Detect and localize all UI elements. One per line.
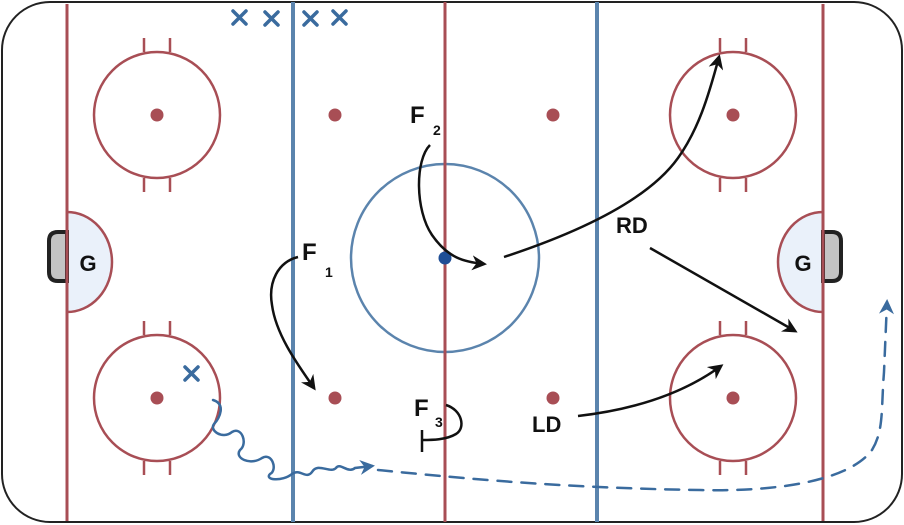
faceoff-circle-bottom-right [668, 321, 798, 475]
ld-arrow [577, 364, 724, 418]
right-goalie-label: G [794, 251, 811, 276]
neutral-dot-top-right [546, 108, 560, 122]
left-goal-crease [65, 210, 114, 314]
faceoff-circle-top-right [668, 38, 798, 192]
ld-label: LD [532, 412, 561, 437]
faceoff-circle-top-left [92, 38, 222, 192]
f2-label: F [410, 102, 425, 129]
f1-subscript: 1 [325, 264, 333, 280]
faceoff-dot-top-right [726, 108, 740, 122]
skater-x-mark-icon [263, 10, 280, 27]
left-net-icon [47, 230, 69, 283]
faceoff-dot-bottom-left [150, 391, 164, 405]
faceoff-dot-top-left [150, 108, 164, 122]
f2-curl-arrow [417, 144, 487, 271]
skater-x-mark-icon [183, 365, 200, 382]
f3-hook-stop [421, 403, 463, 442]
faceoff-circle-bottom-left [92, 321, 222, 475]
f1-curl-arrow [269, 255, 316, 391]
rd-label: RD [616, 213, 648, 238]
f3-subscript: 3 [435, 414, 443, 430]
left-goalie-label: G [79, 251, 96, 276]
skater-x-mark-icon [231, 9, 248, 26]
right-goal-crease [776, 210, 825, 314]
neutral-dot-bottom-left [328, 391, 342, 405]
f3-label: F [414, 395, 429, 422]
f2-subscript: 2 [433, 122, 441, 138]
puck-carrier-skate-path [211, 398, 375, 481]
skater-x-mark-icon [331, 9, 348, 26]
center-faceoff-dot [438, 251, 452, 265]
faceoff-dot-bottom-right [726, 391, 740, 405]
f2-breakout-arrow [503, 54, 724, 259]
right-net-icon [821, 230, 843, 283]
rd-arrow [649, 246, 798, 333]
neutral-dot-bottom-right [546, 391, 560, 405]
f1-label: F [302, 239, 317, 266]
skater-x-mark-icon [302, 10, 319, 27]
pass-dashed-path [376, 299, 894, 492]
neutral-dot-top-left [328, 108, 342, 122]
